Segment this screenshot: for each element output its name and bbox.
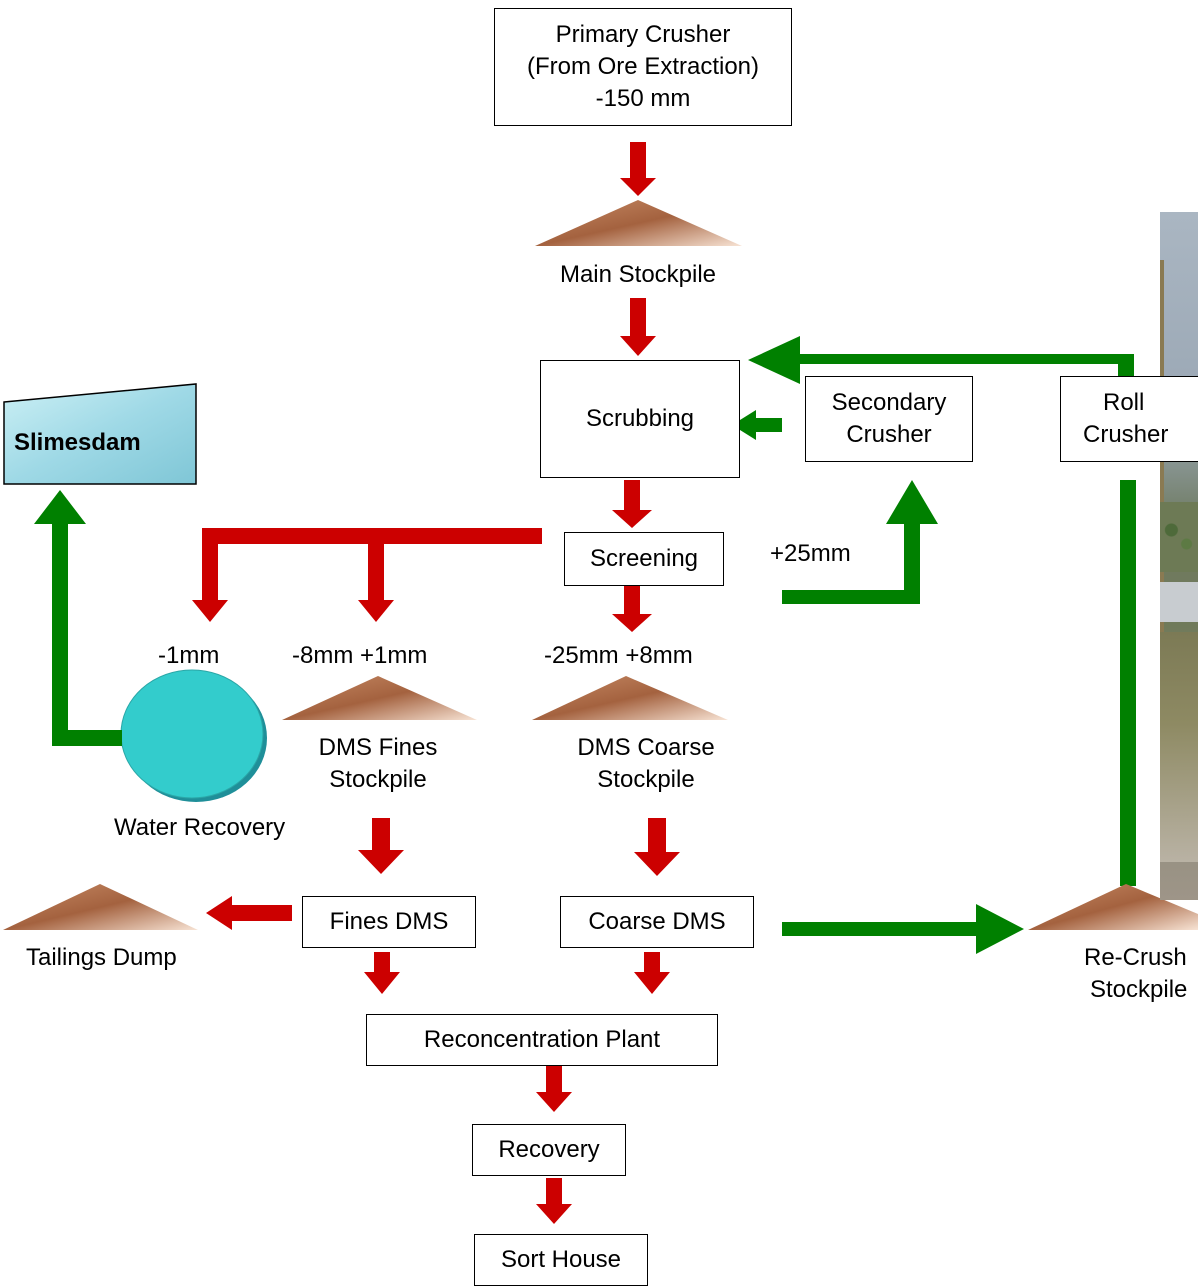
main-stockpile-label: Main Stockpile bbox=[559, 261, 717, 288]
screening-box: Screening bbox=[564, 532, 724, 586]
coarse-dms-box: Coarse DMS bbox=[560, 896, 754, 948]
coarse-dms-label: Coarse DMS bbox=[588, 908, 726, 935]
fines-size-label: -8mm +1mm bbox=[292, 642, 428, 669]
arrow-screening-to-coarse bbox=[612, 586, 652, 632]
arrow-scrubbing-to-screening bbox=[612, 480, 652, 528]
recrush-stockpile-pile bbox=[1028, 884, 1198, 930]
coarse-size-label: -25mm +8mm bbox=[544, 642, 693, 669]
secondary-crusher-line1: Secondary bbox=[831, 389, 947, 416]
arrow-reconcentration-to-recovery bbox=[536, 1066, 572, 1112]
roll-crusher-line1: Roll bbox=[1103, 389, 1145, 416]
dms-coarse-line2: Stockpile bbox=[597, 766, 695, 793]
arrow-recovery-to-sorthouse bbox=[536, 1178, 572, 1224]
sort-house-label: Sort House bbox=[500, 1246, 622, 1273]
recovery-label: Recovery bbox=[498, 1136, 600, 1163]
arrow-fines-to-tailings bbox=[206, 896, 292, 930]
water-recovery-circle bbox=[120, 669, 264, 799]
fines-dms-box: Fines DMS bbox=[302, 896, 476, 948]
slimesdam-label: Slimesdam bbox=[14, 429, 141, 456]
fines-dms-label: Fines DMS bbox=[329, 908, 449, 935]
arrow-stockpile-to-scrubbing bbox=[620, 298, 656, 356]
tailings-dump-pile bbox=[3, 884, 198, 930]
dms-fines-stockpile-label: DMS Fines Stockpile bbox=[298, 732, 458, 796]
main-stockpile-pile bbox=[535, 200, 742, 246]
slimesdam-shape bbox=[3, 383, 197, 485]
primary-crusher-line2: (From Ore Extraction) bbox=[526, 53, 760, 80]
recrush-line1: Re-Crush bbox=[1084, 944, 1187, 971]
dms-coarse-line1: DMS Coarse bbox=[577, 734, 715, 761]
secondary-crusher-line2: Crusher bbox=[846, 421, 932, 448]
primary-crusher-line1: Primary Crusher bbox=[555, 21, 731, 48]
primary-crusher-line3: -150 mm bbox=[595, 85, 691, 112]
arrow-roll-to-scrubbing bbox=[748, 336, 1134, 384]
minus-1mm-label: -1mm bbox=[158, 642, 220, 669]
reconcentration-plant-box: Reconcentration Plant bbox=[366, 1014, 718, 1066]
line-recrush-to-roll bbox=[1120, 480, 1136, 886]
dms-fines-line2: Stockpile bbox=[329, 766, 427, 793]
arrow-to-fines-size bbox=[358, 544, 394, 622]
arrow-oversize-to-secondary bbox=[782, 480, 938, 604]
recrush-line2: Stockpile bbox=[1090, 976, 1188, 1003]
site-photo bbox=[1160, 212, 1198, 900]
arrow-water-to-slimesdam bbox=[34, 490, 122, 746]
reconcentration-plant-label: Reconcentration Plant bbox=[423, 1026, 661, 1053]
water-recovery-label: Water Recovery bbox=[114, 814, 286, 841]
arrow-primary-to-stockpile bbox=[620, 142, 656, 196]
dms-fines-line1: DMS Fines bbox=[318, 734, 438, 761]
tailings-dump-label: Tailings Dump bbox=[26, 944, 177, 971]
red-flow-arrows bbox=[192, 142, 680, 1224]
roll-crusher-line2: Crusher bbox=[1083, 421, 1169, 448]
primary-crusher-box: Primary Crusher (From Ore Extraction) -1… bbox=[494, 8, 792, 126]
sort-house-box: Sort House bbox=[474, 1234, 648, 1286]
arrow-screening-branch-bar bbox=[202, 528, 542, 600]
arrow-coarse-to-recrush bbox=[782, 904, 1024, 954]
plus-25mm-label: +25mm bbox=[770, 540, 851, 567]
arrow-to-coarse-dms bbox=[634, 818, 680, 876]
recrush-stockpile-label: Re-Crush Stockpile bbox=[1078, 942, 1198, 1006]
arrow-secondary-to-scrubbing bbox=[732, 410, 782, 440]
dms-coarse-stockpile-pile bbox=[532, 676, 728, 720]
recovery-box: Recovery bbox=[472, 1124, 626, 1176]
dms-coarse-stockpile-label: DMS Coarse Stockpile bbox=[558, 732, 734, 796]
green-flow-arrows bbox=[34, 336, 1136, 954]
roll-crusher-box: Roll Crusher bbox=[1060, 376, 1198, 462]
scrubbing-label: Scrubbing bbox=[585, 405, 695, 432]
arrow-fines-to-reconcentration bbox=[364, 952, 400, 994]
scrubbing-box: Scrubbing bbox=[540, 360, 740, 478]
arrow-to-fines-dms bbox=[358, 818, 404, 874]
dms-fines-stockpile-pile bbox=[282, 676, 477, 720]
secondary-crusher-box: Secondary Crusher bbox=[805, 376, 973, 462]
screening-label: Screening bbox=[589, 545, 699, 572]
arrow-coarse-to-reconcentration bbox=[634, 952, 670, 994]
